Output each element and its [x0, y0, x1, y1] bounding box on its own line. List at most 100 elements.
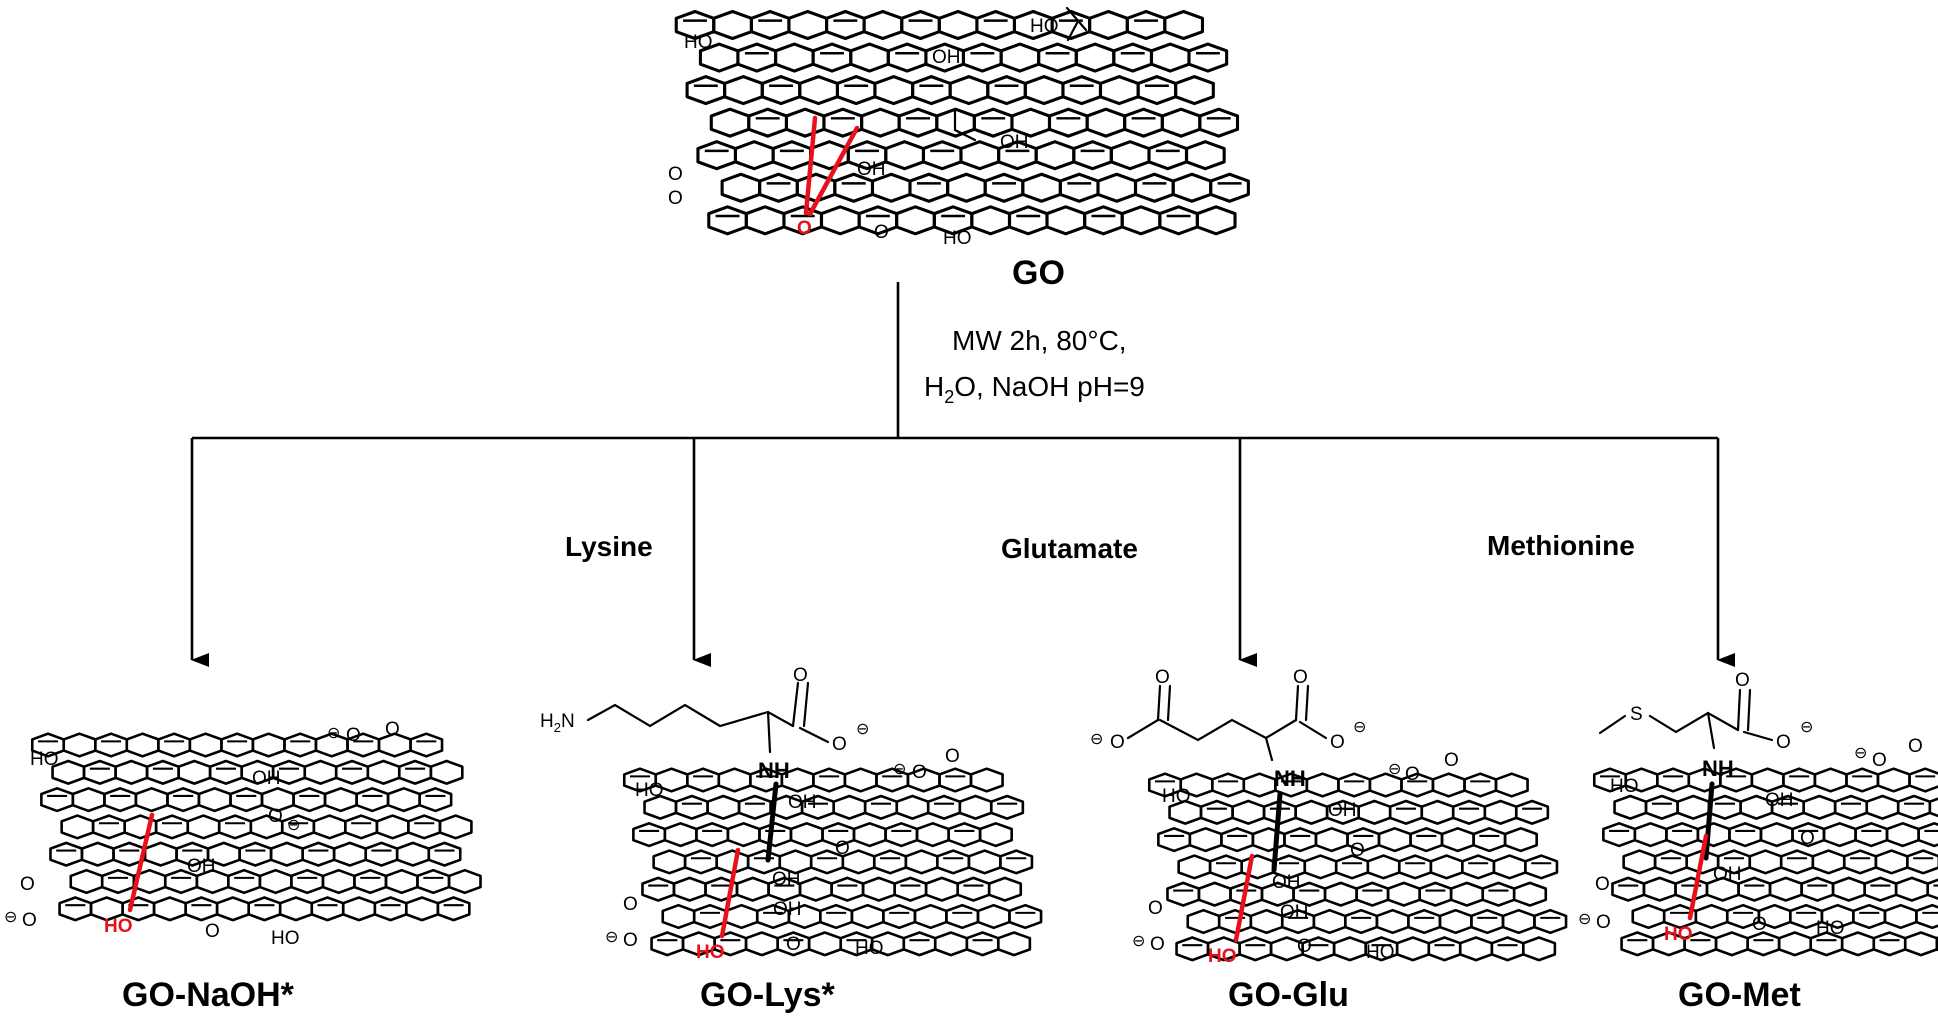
aromatic-ring	[1058, 172, 1100, 203]
aromatic-ring	[965, 931, 1000, 957]
aromatic-ring	[384, 868, 419, 895]
carboxylate-charge: ⊖	[287, 815, 300, 834]
aromatic-ring	[1926, 878, 1938, 900]
carboxylate-charge: ⊖	[1090, 729, 1103, 748]
aromatic-ring	[215, 896, 251, 922]
aromatic-ring	[787, 9, 829, 41]
carboxylate-o-label: O	[945, 746, 960, 767]
hydroxyl-label: OH	[772, 869, 801, 890]
carbonyl-o-label: O	[793, 665, 808, 686]
aromatic-ring	[1337, 772, 1372, 798]
aromatic-ring	[717, 767, 752, 793]
aromatic-ring	[882, 903, 917, 930]
aromatic-ring	[1524, 854, 1559, 880]
aromatic-ring	[58, 896, 93, 922]
carboxylate-o-label: O	[835, 838, 850, 859]
aromatic-ring	[661, 903, 696, 930]
side-chain-carbonyl-bond	[1166, 684, 1172, 722]
aromatic-ring	[884, 140, 926, 171]
alpha-bond	[1264, 736, 1274, 762]
aromatic-ring	[1158, 205, 1199, 236]
aromatic-ring	[1397, 854, 1433, 880]
aromatic-ring	[999, 42, 1041, 73]
aromatic-ring	[1451, 799, 1487, 825]
aromatic-ring	[80, 841, 115, 867]
carboxyl-bond	[1065, 6, 1088, 32]
aromatic-ring	[301, 841, 336, 867]
hydroxyl-label: HO	[30, 749, 59, 770]
opened-epoxide-ho-label: HO	[696, 942, 725, 963]
aromatic-ring	[1177, 854, 1212, 880]
aromatic-ring	[1061, 75, 1103, 106]
aromatic-ring	[1386, 881, 1421, 907]
aromatic-ring	[1312, 908, 1347, 935]
hydroxyl-label: OH	[1280, 902, 1309, 923]
carboxylate-o-label: O	[1444, 750, 1459, 771]
aromatic-ring	[1157, 826, 1192, 853]
carboxyl-bond	[1066, 21, 1079, 42]
aromatic-ring	[1813, 767, 1848, 793]
go-met-label: GO-Met	[1678, 976, 1801, 1014]
nh-sheet-bond	[765, 781, 779, 863]
hydroxyl-label: OH	[1713, 864, 1742, 885]
aromatic-ring	[1714, 931, 1749, 957]
carboxylate-o-label: O	[1405, 764, 1420, 785]
carboxylate-charge: ⊖	[4, 907, 17, 926]
aromatic-ring	[397, 759, 433, 785]
aromatic-ring	[904, 849, 939, 875]
aromatic-ring	[696, 140, 738, 171]
epoxide-bond	[807, 125, 860, 217]
carboxylate-charge: ⊖	[1353, 717, 1366, 736]
hydroxyl-label: HO	[855, 938, 884, 959]
aromatic-ring	[1197, 881, 1232, 907]
aromatic-ring	[862, 9, 904, 41]
aromatic-ring	[1249, 908, 1284, 935]
aromatic-ring	[1840, 931, 1876, 957]
aromatic-ring	[1242, 772, 1277, 798]
aromatic-ring	[251, 732, 286, 758]
opened-epoxide-bond	[1687, 833, 1709, 921]
aromatic-ring	[758, 821, 793, 848]
aromatic-ring	[1184, 140, 1226, 171]
aromatic-ring	[958, 794, 993, 820]
aromatic-ring	[373, 896, 408, 922]
go-lactone-o-label: O	[668, 164, 683, 185]
go-met-sheet	[1592, 767, 1938, 957]
aromatic-ring	[1800, 876, 1835, 902]
aromatic-ring	[1481, 881, 1516, 907]
go-glu-sheet	[1147, 772, 1568, 962]
aromatic-ring	[1211, 772, 1246, 798]
aromatic-ring	[819, 903, 854, 930]
aromatic-ring	[1085, 107, 1127, 138]
carboxylate-charge: ⊖	[856, 719, 869, 738]
aromatic-ring	[1123, 107, 1164, 138]
aromatic-ring	[707, 205, 748, 236]
carboxylate-o-label: O	[1800, 828, 1815, 849]
aromatic-ring	[82, 759, 117, 785]
aromatic-ring	[789, 821, 824, 848]
aromatic-ring	[945, 903, 980, 930]
aromatic-ring	[1166, 881, 1201, 907]
aromatic-ring	[726, 821, 761, 848]
aromatic-ring	[114, 759, 149, 785]
aromatic-ring	[395, 841, 431, 867]
hydroxyl-label: OH	[1765, 790, 1794, 811]
aromatic-ring	[247, 896, 282, 922]
aromatic-ring	[1045, 205, 1087, 236]
aromatic-ring	[1305, 772, 1340, 798]
glutamate-chain	[1158, 718, 1298, 742]
aromatic-ring	[1492, 854, 1527, 880]
aromatic-ring	[1656, 767, 1691, 793]
aromatic-ring	[1231, 799, 1266, 825]
aromatic-ring	[924, 876, 960, 902]
aromatic-ring	[166, 786, 201, 813]
aromatic-ring	[893, 876, 928, 902]
sulfur-label: S	[1630, 704, 1643, 725]
aromatic-ring	[375, 814, 410, 840]
aromatic-ring	[1438, 908, 1473, 935]
aromatic-ring	[1777, 931, 1813, 957]
carboxylate-o-label: O	[1150, 934, 1165, 955]
aromatic-ring	[947, 821, 982, 848]
aromatic-ring	[1644, 794, 1679, 820]
carbonyl-bond	[1304, 684, 1310, 722]
